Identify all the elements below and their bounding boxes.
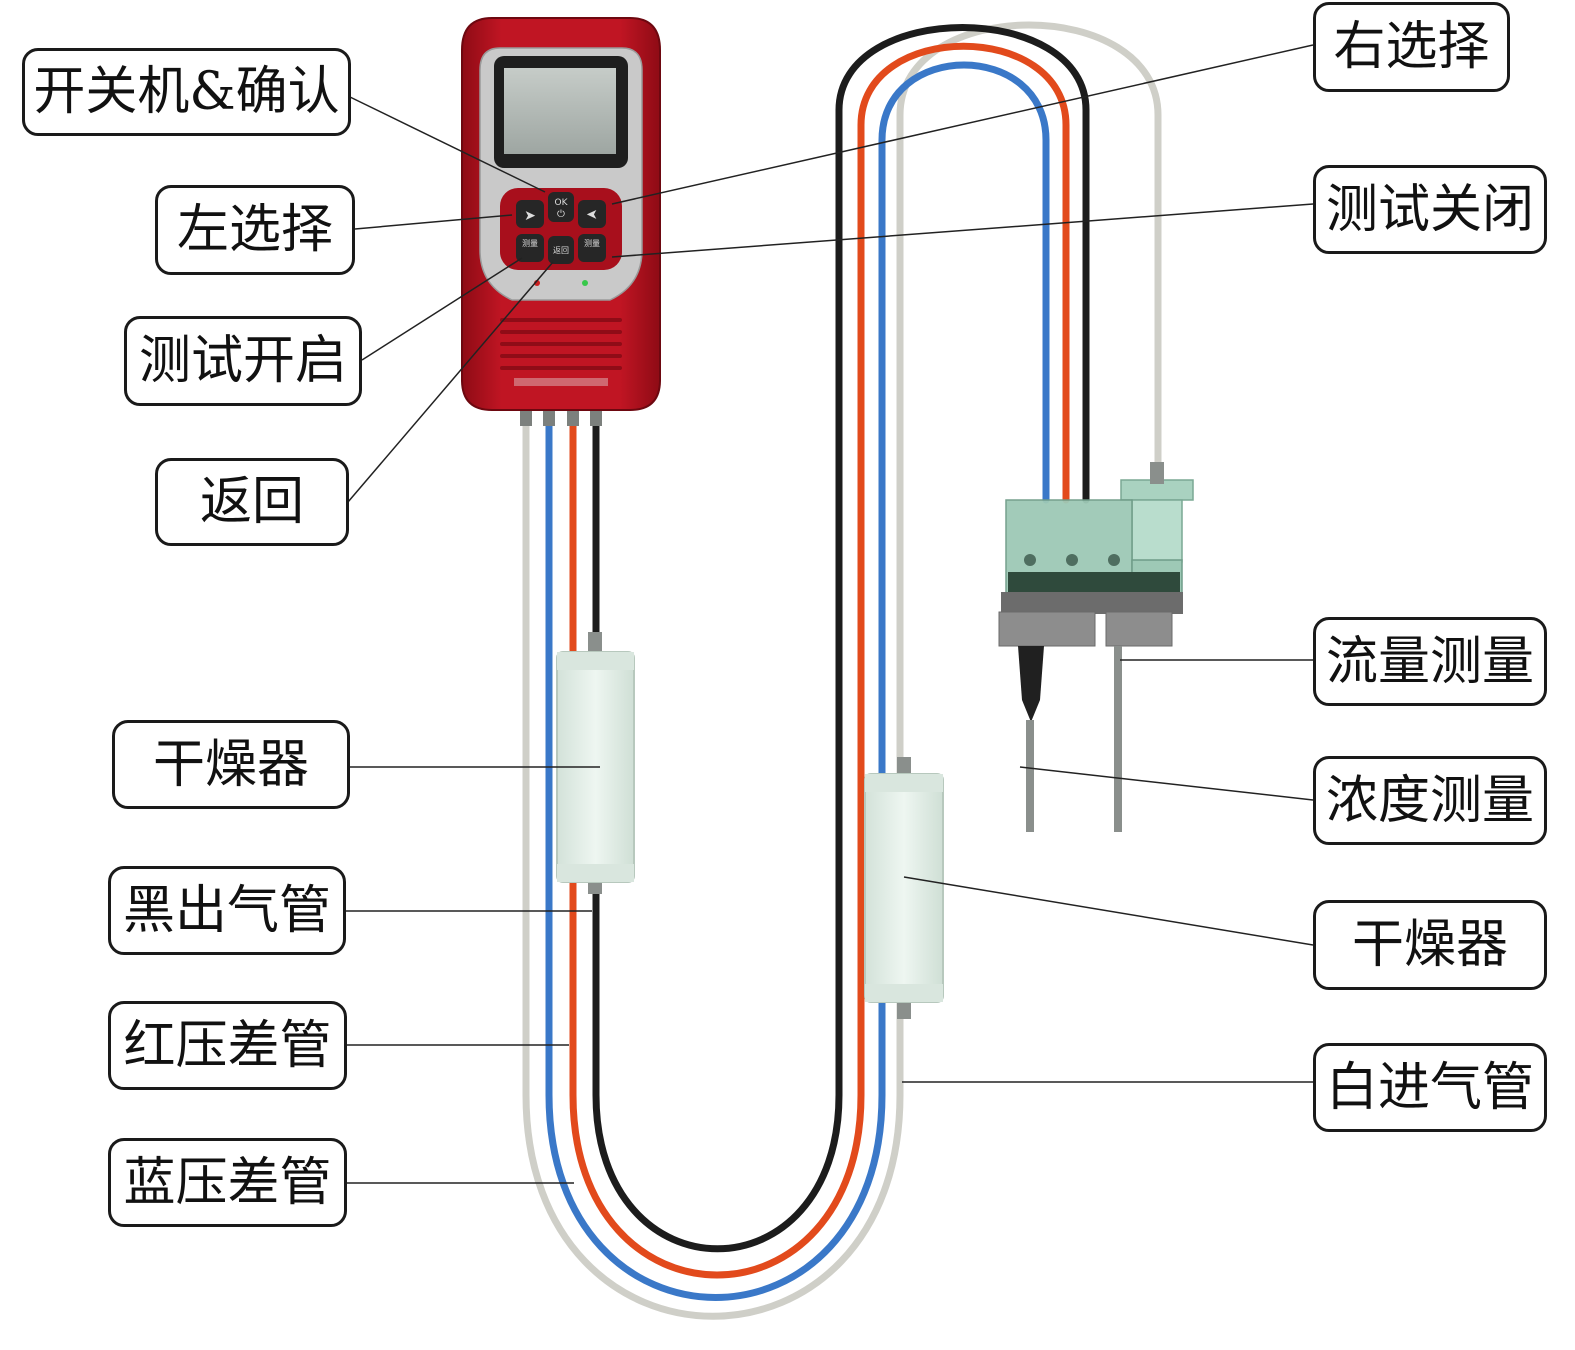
power-ok-key — [548, 192, 574, 222]
label-red-dp: 红压差管 — [108, 1001, 347, 1090]
label-flow-measure: 流量测量 — [1313, 617, 1547, 706]
white-inlet-tube — [522, 21, 1162, 1320]
measure-key-label-left: 测量 — [522, 239, 538, 248]
svg-text:⏻: ⏻ — [557, 209, 565, 220]
black-outlet-tube — [592, 24, 1090, 1253]
red-dp-tube — [569, 42, 1070, 1279]
label-test-close: 测试关闭 — [1313, 165, 1547, 254]
test-close-key — [578, 234, 606, 262]
label-power-confirm: 开关机&确认 — [22, 48, 351, 136]
speaker-grille — [500, 318, 622, 370]
blue-dp-tube — [545, 61, 1050, 1301]
status-led-green — [582, 280, 588, 286]
label-blue-dp: 蓝压差管 — [108, 1138, 347, 1227]
dryer-left — [556, 632, 635, 894]
label-left-select: 左选择 — [155, 185, 355, 275]
back-key — [548, 236, 574, 264]
dryer-right — [864, 757, 944, 1019]
right-select-key — [578, 200, 606, 228]
svg-text:➤: ➤ — [524, 208, 536, 224]
label-conc-measure: 浓度测量 — [1313, 756, 1547, 845]
label-dryer-left: 干燥器 — [112, 720, 350, 809]
measure-key-label-right: 测量 — [584, 239, 600, 248]
label-back: 返回 — [155, 458, 349, 546]
label-right-select: 右选择 — [1313, 2, 1510, 92]
back-key-label: 返回 — [553, 246, 569, 255]
svg-text:➤: ➤ — [586, 206, 598, 222]
tube-group — [522, 21, 1162, 1320]
label-test-start: 测试开启 — [124, 316, 362, 406]
label-white-inlet: 白进气管 — [1313, 1043, 1547, 1132]
ok-key-label: OK — [555, 198, 569, 208]
leader-lines — [346, 44, 1314, 1184]
handheld-device: ➤ OK ⏻ ➤ 测量 返回 测量 — [461, 17, 661, 426]
test-start-key — [516, 234, 544, 262]
label-black-outlet: 黑出气管 — [108, 866, 346, 955]
label-dryer-right: 干燥器 — [1313, 900, 1547, 990]
left-select-key — [516, 200, 544, 228]
sensor-module — [998, 462, 1194, 832]
